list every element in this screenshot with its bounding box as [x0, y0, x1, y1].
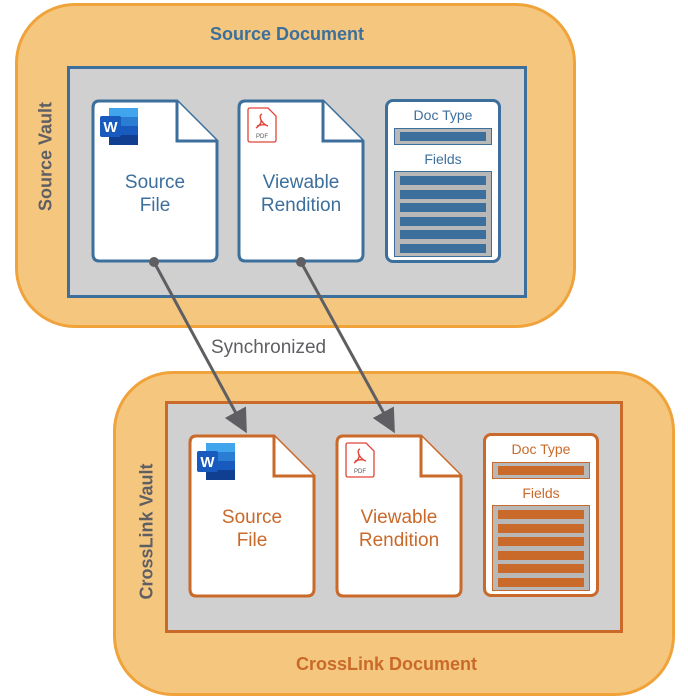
viewable-rendition-doc[interactable]: PDF Viewable Rendition: [237, 99, 365, 263]
fields-label: Fields: [522, 485, 560, 501]
field-bar: [400, 203, 486, 213]
fields-label: Fields: [424, 151, 462, 167]
field-bar: [498, 564, 584, 574]
field-bar: [498, 510, 584, 519]
label-line: File: [139, 195, 171, 216]
svg-text:W: W: [103, 119, 118, 136]
field-bar: [498, 537, 584, 547]
doc-type-field: [394, 128, 492, 145]
source-metadata-card[interactable]: Doc Type Fields: [385, 99, 501, 263]
field-bar: [400, 244, 486, 253]
label-line: File: [236, 530, 268, 551]
svg-text:PDF: PDF: [256, 134, 268, 140]
label-line: Source: [124, 172, 186, 193]
crosslink-document-title: CrossLink Document: [296, 654, 478, 674]
crosslink-viewable-rendition-doc[interactable]: PDF Viewable Rendition: [335, 434, 463, 598]
field-bar: [400, 189, 486, 199]
viewable-rendition-label: Viewable Rendition: [237, 171, 365, 217]
label-line: Viewable: [360, 507, 438, 528]
doc-type-label: Doc Type: [413, 107, 473, 123]
label-line: Source: [221, 507, 283, 528]
field-bar: [498, 523, 584, 533]
pdf-icon: PDF: [345, 442, 375, 478]
doc-type-bar: [498, 466, 584, 475]
source-document-title: Source Document: [210, 24, 365, 44]
field-bar: [498, 550, 584, 560]
field-bar: [400, 230, 486, 240]
source-file-label: Source File: [91, 171, 219, 217]
crosslink-vault-label: CrossLink Vault: [136, 463, 157, 600]
fields-box: [492, 505, 590, 591]
source-vault-label: Source Vault: [35, 101, 56, 212]
svg-text:PDF: PDF: [354, 469, 366, 475]
label-line: Viewable: [262, 172, 340, 193]
svg-text:W: W: [200, 454, 215, 471]
word-icon: W: [197, 443, 235, 480]
synchronized-label: Synchronized: [211, 337, 327, 358]
field-bar: [400, 176, 486, 185]
label-line: Rendition: [358, 530, 440, 551]
doc-type-field: [492, 462, 590, 479]
doc-type-bar: [400, 132, 486, 141]
crosslink-source-file-label: Source File: [188, 506, 316, 552]
source-file-doc[interactable]: W Source File: [91, 99, 219, 263]
field-bar: [400, 216, 486, 226]
crosslink-source-file-doc[interactable]: W Source File: [188, 434, 316, 598]
fields-box: [394, 171, 492, 257]
crosslink-metadata-card[interactable]: Doc Type Fields: [483, 433, 599, 597]
label-line: Rendition: [260, 195, 342, 216]
field-bar: [498, 578, 584, 587]
crosslink-viewable-rendition-label: Viewable Rendition: [335, 506, 463, 552]
doc-type-label: Doc Type: [511, 441, 571, 457]
pdf-icon: PDF: [247, 107, 277, 143]
word-icon: W: [100, 108, 138, 145]
